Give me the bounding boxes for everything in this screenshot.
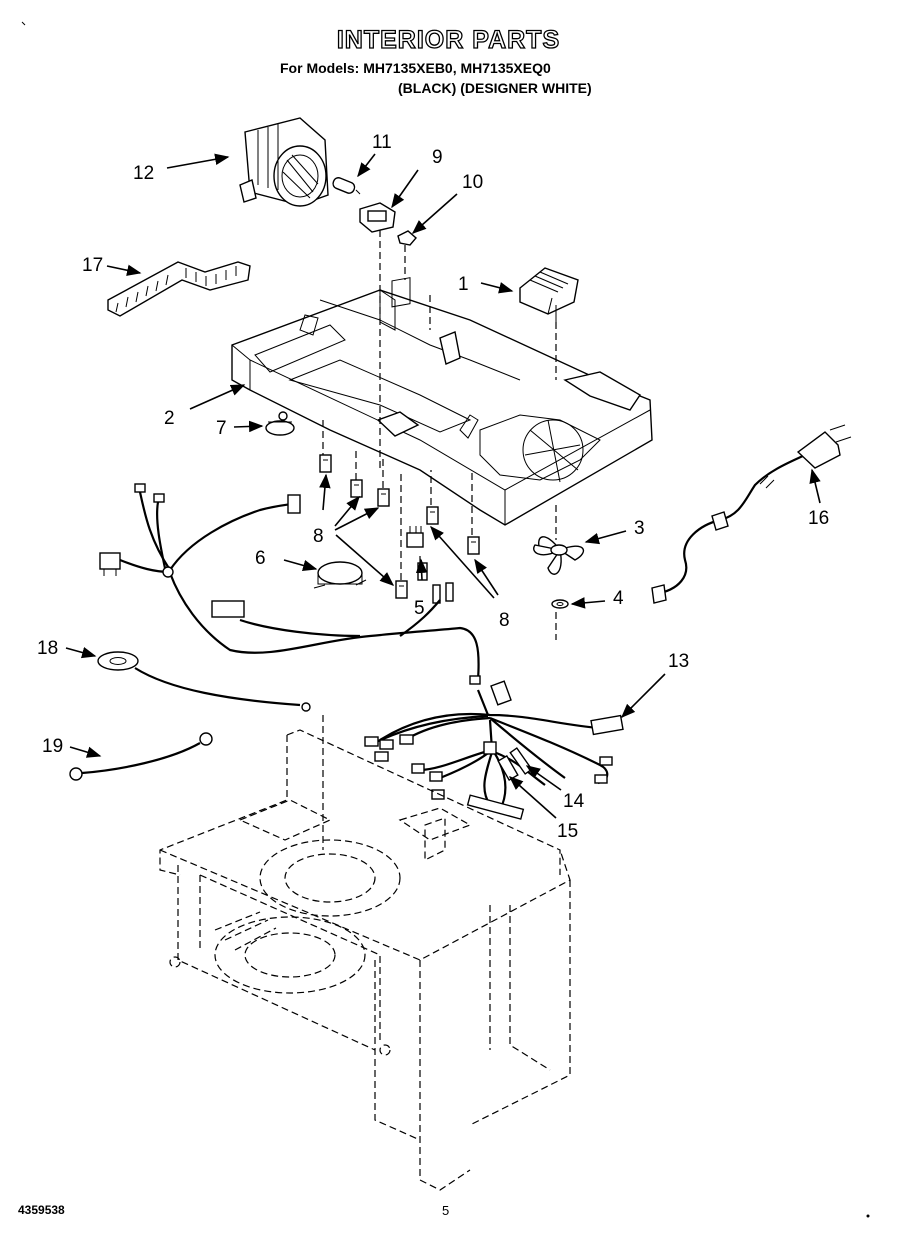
- callout-5: 5: [414, 598, 425, 619]
- models-line: For Models: MH7135XEB0, MH7135XEQ0: [280, 60, 551, 76]
- callout-1: 1: [458, 274, 469, 295]
- callout-11: 11: [372, 132, 392, 153]
- callout-6: 6: [255, 548, 266, 569]
- callout-4: 4: [613, 588, 624, 609]
- wire-harness-part-13: [99, 483, 624, 820]
- callout-14: 14: [563, 791, 585, 812]
- lamp-part-11: [332, 177, 361, 195]
- callout-19: 19: [42, 736, 63, 757]
- oven-cavity-dashed: [159, 729, 571, 1191]
- callout-9: 9: [432, 147, 443, 168]
- thermal-fuse-part-6: [313, 561, 367, 589]
- foam-strip-part-17: [107, 261, 251, 317]
- fan-blade-part-3: [533, 536, 585, 575]
- callout-10: 10: [462, 172, 483, 193]
- scan-specks: [21, 21, 870, 1218]
- clip-part-10: [397, 230, 417, 246]
- base-plate-part-2: [231, 277, 653, 526]
- callout-13: 13: [668, 651, 689, 672]
- fan-motor-part-12: [239, 117, 329, 207]
- document-number: 4359538: [18, 1203, 65, 1217]
- callout-17: 17: [82, 255, 103, 276]
- switch-part-5: [406, 526, 454, 604]
- page-number: 5: [442, 1203, 450, 1218]
- callout-3: 3: [634, 518, 645, 539]
- callout-2: 2: [164, 408, 175, 429]
- colors-line: (BLACK) (DESIGNER WHITE): [398, 80, 592, 96]
- thermostat-part-7: [265, 411, 295, 436]
- terminal-block-part-1: [519, 267, 579, 322]
- power-cord-part-16: [651, 424, 852, 604]
- callout-15: 15: [557, 821, 578, 842]
- leader-arrows: [65, 153, 821, 819]
- callout-labels: 1 2 3 4 5 6 7 8 8 9 10 11 12 13 14 15 16…: [37, 132, 829, 842]
- ground-wire-part-18: [97, 651, 311, 712]
- callout-8-right: 8: [499, 610, 510, 631]
- washer-part-4: [551, 599, 569, 609]
- page-title: INTERIOR PARTS: [336, 25, 561, 54]
- lamp-socket-part-9: [359, 202, 396, 233]
- callout-18: 18: [37, 638, 58, 659]
- ground-strap-part-19: [69, 732, 213, 781]
- callout-7: 7: [216, 418, 227, 439]
- callout-16: 16: [808, 508, 829, 529]
- callout-8-left: 8: [313, 526, 324, 547]
- callout-12: 12: [133, 163, 154, 184]
- switches-part-8: [319, 454, 480, 599]
